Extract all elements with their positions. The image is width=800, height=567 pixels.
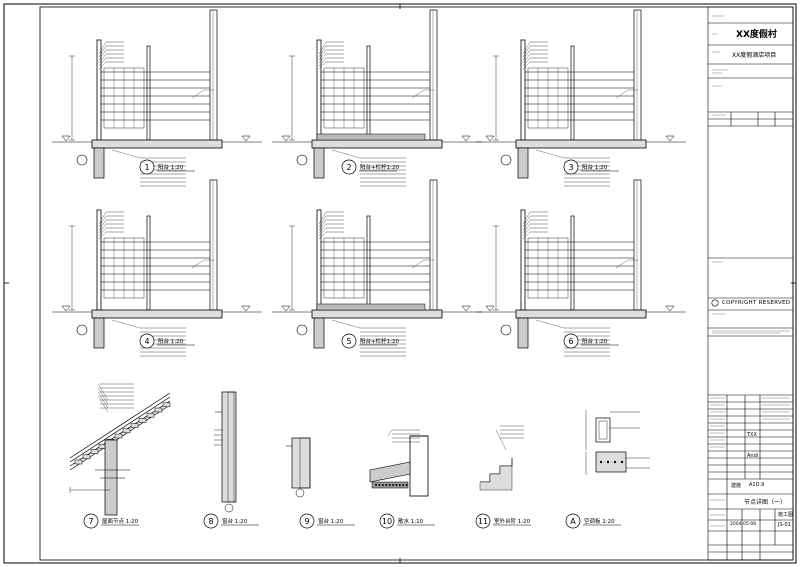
- detail-label-2: 2 阳台+栏杆1:20: [341, 159, 399, 175]
- detail-10-drawing: [369, 429, 429, 497]
- detail-caption: 阳台+栏杆1:20: [360, 163, 399, 171]
- detail-number-circle: [299, 513, 315, 529]
- detail-number-circle: [203, 513, 219, 529]
- stage-text: 施工图: [778, 512, 794, 518]
- detail-caption: 阳台+栏杆1:20: [360, 337, 399, 345]
- detail-number: A: [570, 517, 576, 526]
- detail-label-5: 5 阳台+栏杆1:20: [341, 333, 399, 349]
- detail-9-drawing: [286, 437, 311, 498]
- detail-number: 4: [144, 337, 149, 346]
- title-block-notes: [710, 15, 790, 527]
- company-name: XX度假村: [736, 30, 777, 40]
- drawing-title: 节点详图（一）: [744, 499, 787, 506]
- detail-number-circle: [341, 333, 357, 349]
- detail-caption: 阳台 1:20: [158, 163, 184, 171]
- detail-number-circle: [475, 513, 491, 529]
- detail-caption: 窗台 1:20: [222, 517, 248, 525]
- detail-number: 1: [144, 163, 149, 172]
- detail-label-9: 9 窗台 1:20: [299, 513, 355, 529]
- detail-number: 7: [88, 517, 93, 526]
- detail-number-circle: [563, 159, 579, 175]
- inner-border: [39, 6, 794, 561]
- detail-label-A: A 空调板 1:20: [565, 513, 621, 529]
- detail-6-drawing: [476, 179, 686, 357]
- detail-caption: 窗台 1:20: [318, 517, 344, 525]
- detail-number-circle: [379, 513, 395, 529]
- detail-number-circle: [139, 333, 155, 349]
- detail-number: 5: [346, 337, 351, 346]
- detail-number-circle: [83, 513, 99, 529]
- detail-label-11: 11 室外台阶 1:20: [475, 513, 531, 529]
- detail-11-drawing: [479, 425, 524, 491]
- field-value-2: TXX: [747, 432, 757, 438]
- details-layer: [52, 9, 686, 516]
- detail-4-drawing: [52, 179, 262, 357]
- detail-caption: 阳台 1:20: [582, 163, 608, 171]
- detail-caption: 室外台阶 1:20: [494, 517, 531, 525]
- detail-number: 10: [382, 517, 392, 526]
- detail-number-circle: [565, 513, 581, 529]
- field-value-0: A1D.9: [749, 482, 765, 488]
- detail-8-drawing: [214, 391, 237, 513]
- detail-label-4: 4 阳台 1:20: [139, 333, 195, 349]
- detail-number: 3: [568, 163, 573, 172]
- detail-number-circle: [563, 333, 579, 349]
- detail-5-drawing: [272, 179, 482, 357]
- field-value-3: Andi: [747, 453, 759, 459]
- detail-number: 11: [478, 517, 488, 526]
- detail-label-6: 6 阳台 1:20: [563, 333, 619, 349]
- field-label-0: 建施: [731, 483, 742, 489]
- detail-caption: 阳台 1:20: [582, 337, 608, 345]
- detail-7-drawing: [69, 383, 171, 516]
- detail-label-10: 10 散水 1:10: [379, 513, 435, 529]
- copyright-icon: [711, 299, 719, 307]
- title-block: [707, 6, 794, 561]
- detail-caption: 散水 1:10: [398, 517, 424, 525]
- labels-layer: 1 阳台 1:20 2 阳台+栏杆1:20 3 阳台 1:20 4 阳台 1:20 5 阳台+栏杆…: [83, 159, 621, 529]
- detail-1-drawing: [52, 9, 262, 187]
- detail-label-1: 1 阳台 1:20: [139, 159, 195, 175]
- detail-2-drawing: [272, 9, 482, 187]
- detail-3-drawing: [476, 9, 686, 187]
- detail-caption: 屋面节点 1:20: [102, 517, 139, 525]
- detail-number-circle: [341, 159, 357, 175]
- detail-caption: 空调板 1:20: [584, 517, 615, 525]
- detail-caption: 阳台 1:20: [158, 337, 184, 345]
- project-name: XX度假酒店项目: [732, 52, 777, 59]
- copyright-text: COPYRIGHT RESERVED: [722, 300, 791, 306]
- detail-label-7: 7 屋面节点 1:20: [83, 513, 139, 529]
- field-value-1: 2004-05-08: [730, 522, 757, 527]
- detail-number: 8: [208, 517, 213, 526]
- detail-number-circle: [139, 159, 155, 175]
- detail-number: 9: [304, 517, 309, 526]
- sheet-number: JS-01: [778, 522, 791, 528]
- detail-label-8: 8 窗台 1:20: [203, 513, 259, 529]
- detail-number: 2: [346, 163, 351, 172]
- detail-number: 6: [568, 337, 573, 346]
- detail-A-drawing: [585, 410, 650, 475]
- detail-label-3: 3 阳台 1:20: [563, 159, 619, 175]
